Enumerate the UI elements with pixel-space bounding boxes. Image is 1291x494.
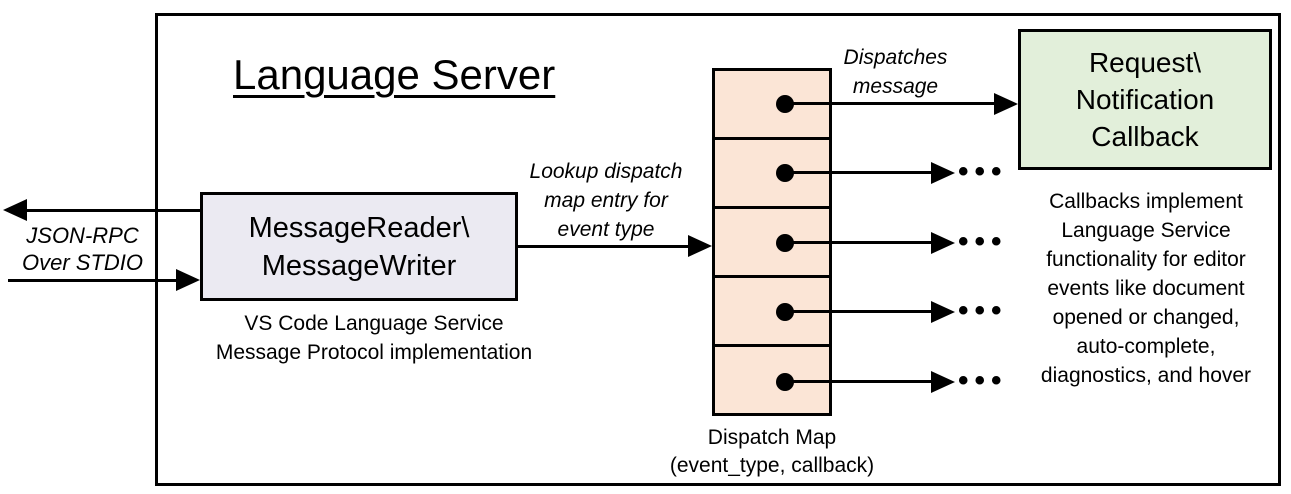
- callbacks-note-line7: diagnostics, and hover: [1040, 364, 1252, 387]
- json-rpc-label-line1: JSON-RPC: [26, 223, 139, 248]
- arrow-right-head-dispatch-3: [931, 232, 955, 254]
- dispatch-map-cell-4: [715, 275, 829, 344]
- callbacks-note-line6: auto-complete,: [1076, 335, 1216, 358]
- arrow-line-lookup: [517, 245, 689, 248]
- arrow-line-stdio-in: [8, 279, 177, 282]
- json-rpc-label: JSON-RPC Over STDIO: [10, 222, 155, 276]
- message-box-line1: MessageReader\: [248, 211, 470, 244]
- message-box-caption-line1: VS Code Language Service: [244, 312, 504, 335]
- callbacks-note-line4: events like document: [1047, 277, 1245, 300]
- lookup-label: Lookup dispatch map entry for event type: [500, 157, 712, 244]
- lookup-label-line2: map entry for: [544, 189, 668, 212]
- arrow-right-head-dispatch-2: [931, 162, 955, 184]
- json-rpc-label-line2: Over STDIO: [21, 250, 143, 275]
- dispatch-map-caption: Dispatch Map (event_type, callback): [642, 424, 902, 480]
- ellipsis-3: •••: [958, 225, 1008, 258]
- ellipsis-4: •••: [958, 294, 1008, 327]
- callbacks-note-line2: Language Service: [1061, 219, 1231, 242]
- message-box-caption-line2: Message Protocol implementation: [215, 341, 533, 364]
- arrow-line-dispatch-4: [785, 310, 932, 313]
- arrow-line-dispatch-2: [785, 171, 932, 174]
- dispatch-map-caption-line2: (event_type, callback): [669, 454, 875, 477]
- arrow-right-head-dispatch-1: [994, 93, 1018, 115]
- callback-box-line1: Request\: [1088, 47, 1202, 78]
- dispatch-map-cell-5: [715, 344, 829, 413]
- arrow-right-head-dispatch-4: [931, 301, 955, 323]
- callback-box-line3: Callback: [1091, 121, 1199, 152]
- arrow-line-dispatch-1: [785, 102, 995, 105]
- ellipsis-5: •••: [958, 364, 1008, 397]
- message-box-caption: VS Code Language Service Message Protoco…: [192, 309, 556, 367]
- arrow-line-dispatch-3: [785, 241, 932, 244]
- callbacks-note-line3: functionality for editor: [1046, 248, 1246, 271]
- callbacks-note: Callbacks implement Language Service fun…: [1012, 187, 1280, 390]
- dispatch-map-cell-3: [715, 206, 829, 275]
- callbacks-note-line5: opened or changed,: [1052, 306, 1240, 329]
- page-title: Language Server: [233, 51, 556, 98]
- dispatches-label-line2: message: [852, 75, 939, 98]
- message-box-line2: MessageWriter: [261, 249, 457, 282]
- dispatches-message-label: Dispatches message: [818, 43, 973, 101]
- dispatch-map-caption-line1: Dispatch Map: [707, 426, 837, 449]
- callback-box-line2: Notification: [1075, 84, 1215, 115]
- ellipsis-2: •••: [958, 155, 1008, 188]
- arrow-right-head-dispatch-5: [931, 371, 955, 393]
- dispatches-label-line1: Dispatches: [843, 46, 948, 69]
- callbacks-note-line1: Callbacks implement: [1049, 190, 1243, 213]
- arrow-left-head-stdio-out: [3, 199, 27, 221]
- message-reader-writer-box: MessageReader\ MessageWriter: [200, 192, 518, 301]
- arrow-line-dispatch-5: [785, 380, 932, 383]
- request-notification-callback-box: Request\ Notification Callback: [1018, 29, 1272, 170]
- arrow-line-stdio-out: [25, 209, 200, 212]
- lookup-label-line3: event type: [557, 218, 655, 241]
- lookup-label-line1: Lookup dispatch: [529, 160, 683, 183]
- arrow-right-head-stdio-in: [176, 269, 200, 291]
- arrow-right-head-lookup: [688, 235, 712, 257]
